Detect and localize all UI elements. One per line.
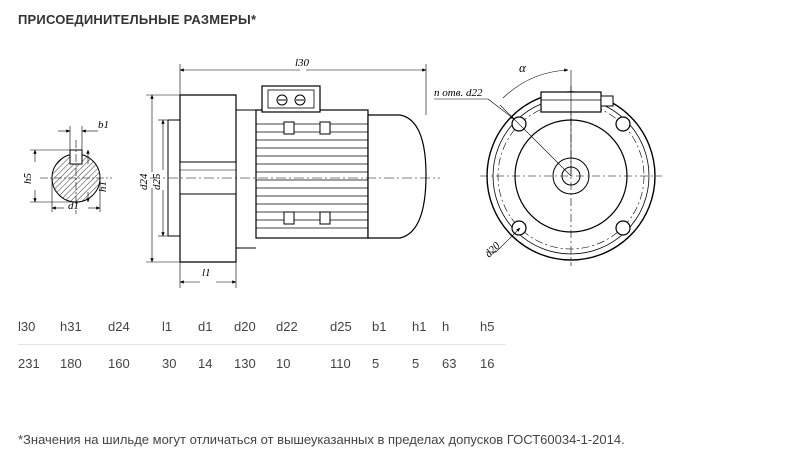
cooling-fins [256,123,368,229]
table-cell: 231 [18,355,40,371]
col-header: d25 [330,308,372,345]
table-header-row: l30 h31 d24 l1 d1 d20 d22 d25 b1 h1 h h5 [18,308,506,345]
table-row: 231 180 160 30 14 130 10 110 5 5 63 16 [18,345,506,382]
label-b1: b1 [98,119,109,131]
table-cell: 5 [412,355,420,371]
table-cell: 110 [330,355,351,371]
label-d25: d25 [151,173,163,190]
col-header: d1 [198,308,234,345]
bolt-hole [511,220,527,236]
table-cell: 30 [162,355,177,371]
label-alpha: α [519,60,527,75]
table-cell: 130 [234,355,256,371]
table-cell: 16 [480,355,495,371]
label-holes: n отв. d22 [434,87,483,99]
shaft-section-view: b1 h5 h1 d1 [22,119,112,214]
table-cell: 5 [372,355,380,371]
label-h1: h1 [97,181,109,192]
table-cell: 14 [198,355,213,371]
flange-front-view: α n отв. d22 d20 [434,60,662,266]
col-header: d20 [234,308,276,345]
motor-side-view: l30 d24 d25 l1 [138,57,440,288]
col-header: l1 [162,308,198,345]
table-cell: 160 [108,355,130,371]
label-l30: l30 [295,57,310,69]
table-cell: 10 [276,355,291,371]
col-header: d22 [276,308,330,345]
footnote: *Значения на шильде могут отличаться от … [18,432,625,447]
label-l1: l1 [202,267,211,279]
col-header: d24 [108,308,162,345]
col-header: h1 [412,308,442,345]
label-d1: d1 [68,200,79,212]
label-h5: h5 [22,173,34,185]
col-header: h [442,308,480,345]
label-d24: d24 [138,173,150,190]
page-title: ПРИСОЕДИНИТЕЛЬНЫЕ РАЗМЕРЫ* [18,12,257,27]
col-header: l30 [18,308,60,345]
col-header: h5 [480,308,506,345]
table-cell: 63 [442,355,457,371]
bolt-hole [615,220,631,236]
motor-body [255,109,369,239]
fan-cover [367,114,427,239]
col-header: b1 [372,308,412,345]
label-d20: d20 [483,240,504,261]
dimensions-table: l30 h31 d24 l1 d1 d20 d22 d25 b1 h1 h h5… [18,308,506,381]
motor-dimension-drawing: b1 h5 h1 d1 [22,57,662,288]
bolt-hole [615,116,631,132]
col-header: h31 [60,308,108,345]
table-cell: 180 [60,355,82,371]
